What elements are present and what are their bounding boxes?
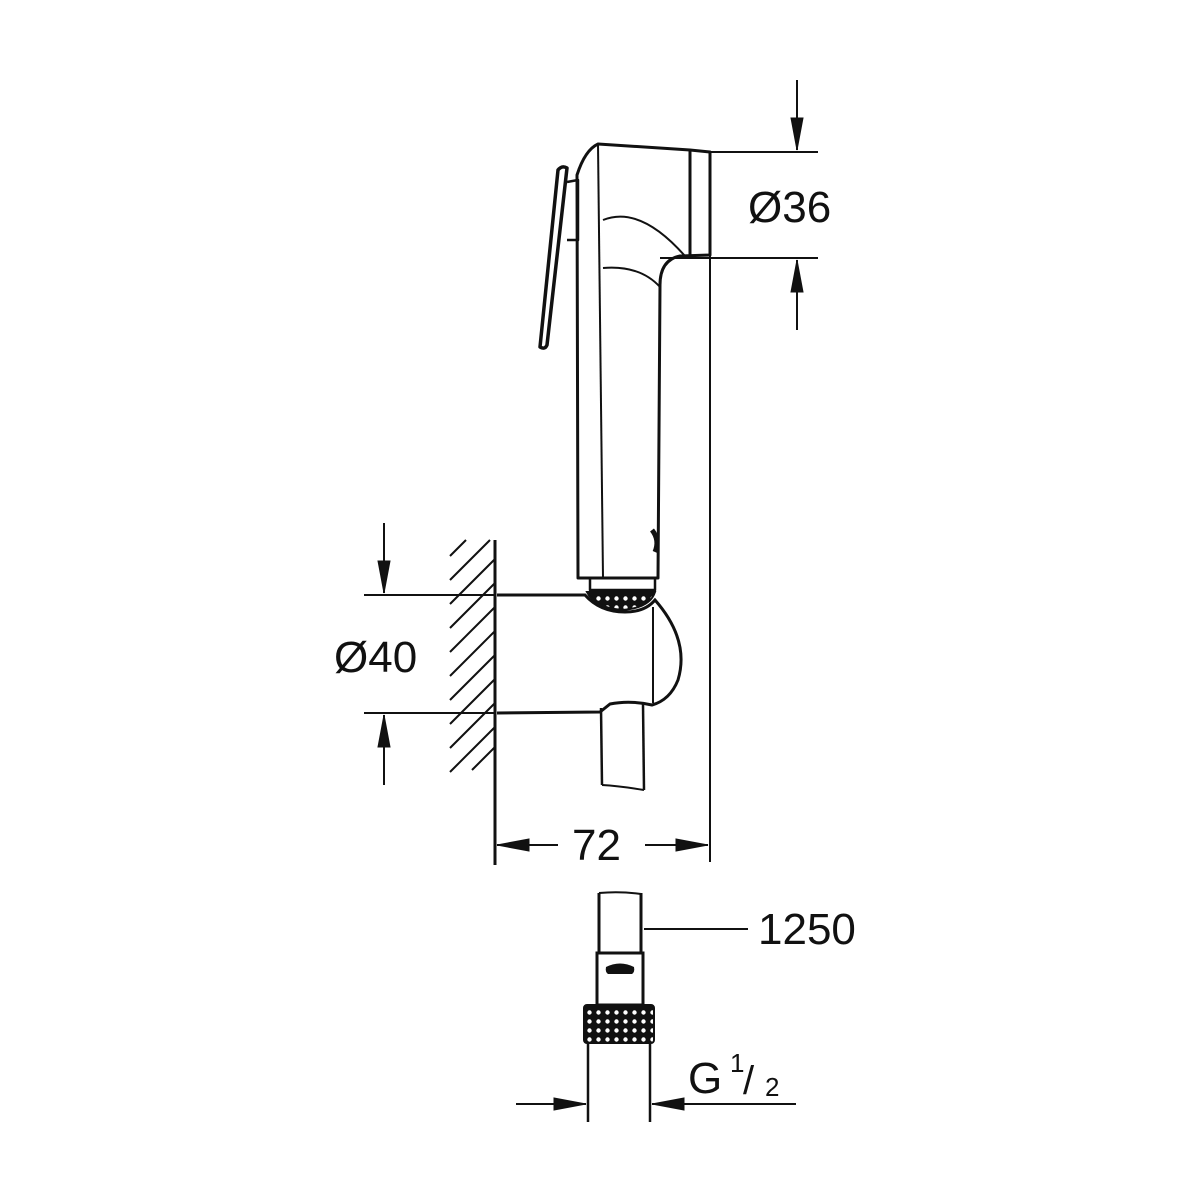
dim-projection	[496, 838, 709, 852]
thread-denominator: 2	[765, 1072, 779, 1102]
knurled-nut-top	[585, 591, 657, 612]
thread-numerator: 1	[730, 1048, 744, 1078]
hand-shower	[538, 142, 712, 592]
dim-head-diameter	[660, 80, 818, 862]
thread-slash: /	[743, 1059, 755, 1103]
hose-end	[583, 891, 655, 1122]
thread-G-label: G	[688, 1054, 722, 1103]
dim-thread	[516, 1097, 796, 1111]
hose-mark	[605, 963, 635, 974]
holder-diameter-label: Ø40	[334, 633, 417, 682]
wall-holder	[496, 591, 683, 791]
dim-holder-diameter	[364, 523, 495, 785]
projection-label: 72	[572, 821, 621, 870]
head-diameter-label: Ø36	[748, 183, 831, 232]
knurled-nut	[583, 1004, 655, 1044]
hose-length-label: 1250	[758, 905, 856, 954]
lever	[538, 165, 569, 350]
wall	[449, 539, 497, 865]
